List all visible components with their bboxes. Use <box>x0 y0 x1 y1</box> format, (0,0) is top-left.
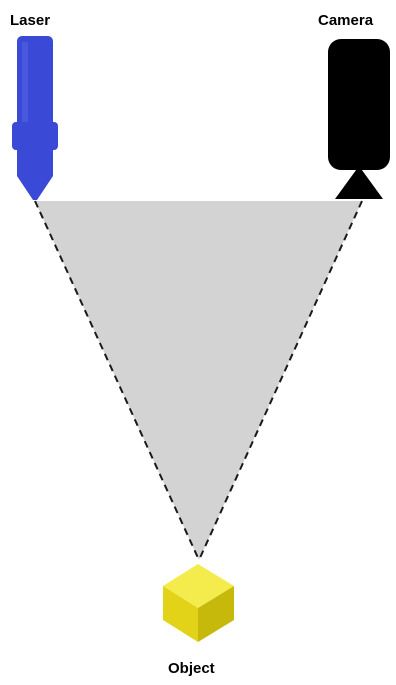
cube-icon <box>163 564 234 642</box>
laser-emitter-icon <box>12 36 58 200</box>
beam-triangle-region <box>35 201 362 560</box>
object-label: Object <box>168 661 215 676</box>
camera-icon <box>328 39 390 199</box>
camera-label: Camera <box>318 13 373 28</box>
laser-label: Laser <box>10 13 50 28</box>
